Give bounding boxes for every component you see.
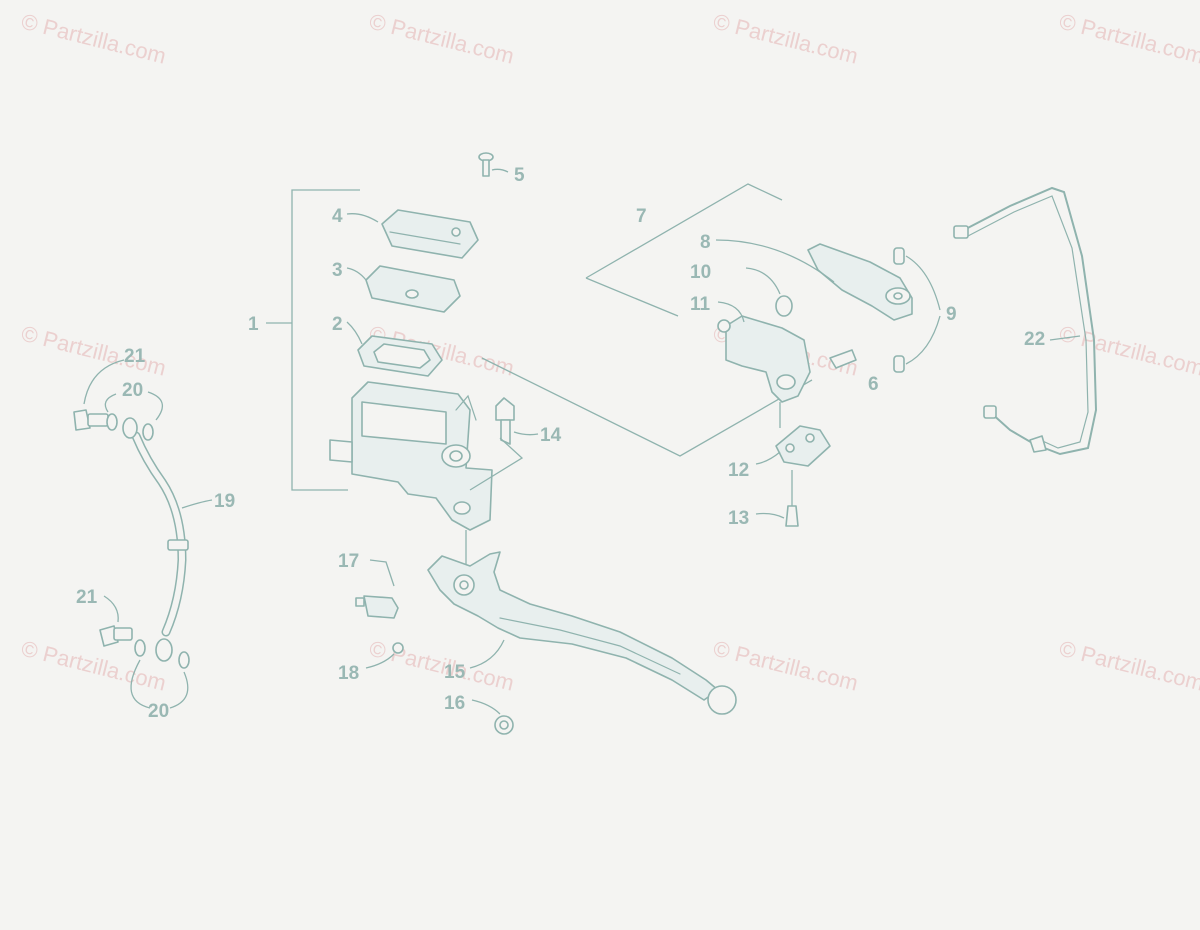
watermark: © Partzilla.com bbox=[711, 9, 861, 69]
reference-lines bbox=[465, 183, 813, 566]
part-5-screw[interactable] bbox=[478, 152, 509, 177]
part-17-brake-switch[interactable] bbox=[355, 559, 399, 619]
watermark: © Partzilla.com bbox=[19, 9, 169, 69]
part-22-cable[interactable] bbox=[953, 186, 1098, 456]
callout-1: 1 bbox=[248, 314, 259, 335]
part-20-washers-upper[interactable] bbox=[104, 391, 164, 441]
part-6-perch-housing[interactable] bbox=[717, 315, 857, 428]
watermark: © Partzilla.com bbox=[711, 636, 861, 696]
part-3-diaphragm-plate[interactable] bbox=[346, 265, 461, 313]
callout-21-lower: 21 bbox=[76, 587, 98, 608]
part-9-pins[interactable] bbox=[893, 247, 941, 373]
callout-labels: 1 2 3 4 5 6 7 8 9 10 11 12 13 14 15 16 1… bbox=[76, 165, 1045, 722]
callout-11: 11 bbox=[690, 294, 711, 315]
part-8-pivot-arm[interactable] bbox=[715, 239, 913, 321]
part-11-clip[interactable] bbox=[717, 301, 745, 323]
callout-14: 14 bbox=[540, 425, 562, 446]
watermark: © Partzilla.com bbox=[19, 636, 169, 696]
part-12-clamp[interactable] bbox=[755, 425, 831, 467]
watermark: © Partzilla.com bbox=[1057, 636, 1200, 696]
callout-2: 2 bbox=[332, 314, 343, 335]
callout-10: 10 bbox=[690, 262, 711, 283]
part-10-bushing[interactable] bbox=[745, 267, 793, 317]
callout-13: 13 bbox=[728, 508, 749, 529]
callout-17: 17 bbox=[338, 551, 359, 572]
part-2-diaphragm[interactable] bbox=[346, 321, 443, 377]
master-cylinder-body[interactable] bbox=[329, 381, 493, 531]
callout-20-upper: 20 bbox=[122, 380, 143, 401]
callout-16: 16 bbox=[444, 693, 465, 714]
callout-22: 22 bbox=[1024, 329, 1045, 350]
callout-19: 19 bbox=[214, 491, 235, 512]
callout-4: 4 bbox=[332, 206, 343, 227]
watermark: © Partzilla.com bbox=[367, 9, 517, 69]
part-15-brake-lever[interactable] bbox=[427, 551, 737, 715]
watermark: © Partzilla.com bbox=[1057, 321, 1200, 381]
part-14-bolt[interactable] bbox=[495, 397, 539, 445]
bracket-item-1 bbox=[266, 189, 360, 491]
part-4-reservoir-cap[interactable] bbox=[346, 209, 479, 259]
callout-21-upper: 21 bbox=[124, 346, 146, 367]
watermark: © Partzilla.com bbox=[19, 321, 169, 381]
callout-20-lower: 20 bbox=[148, 701, 169, 722]
callout-15: 15 bbox=[444, 662, 466, 683]
callout-9: 9 bbox=[946, 304, 957, 325]
watermark: © Partzilla.com bbox=[1057, 9, 1200, 69]
part-19-brake-hose[interactable] bbox=[131, 431, 213, 637]
callout-6: 6 bbox=[868, 374, 879, 395]
watermark-layer: © Partzilla.com © Partzilla.com © Partzi… bbox=[19, 9, 1200, 696]
callout-7: 7 bbox=[636, 206, 647, 227]
callout-5: 5 bbox=[514, 165, 525, 186]
watermark: © Partzilla.com bbox=[367, 636, 517, 696]
callout-8: 8 bbox=[700, 232, 711, 253]
part-21-banjo-bolt-lower[interactable] bbox=[99, 595, 133, 647]
callout-3: 3 bbox=[332, 260, 343, 281]
callout-12: 12 bbox=[728, 460, 749, 481]
part-13-screw[interactable] bbox=[755, 470, 799, 527]
part-16-nut[interactable] bbox=[471, 699, 514, 735]
part-21-banjo-bolt-upper[interactable] bbox=[73, 359, 125, 431]
part-18-screw[interactable] bbox=[365, 642, 404, 669]
callout-18: 18 bbox=[338, 663, 359, 684]
part-20-washers-lower[interactable] bbox=[130, 638, 190, 709]
